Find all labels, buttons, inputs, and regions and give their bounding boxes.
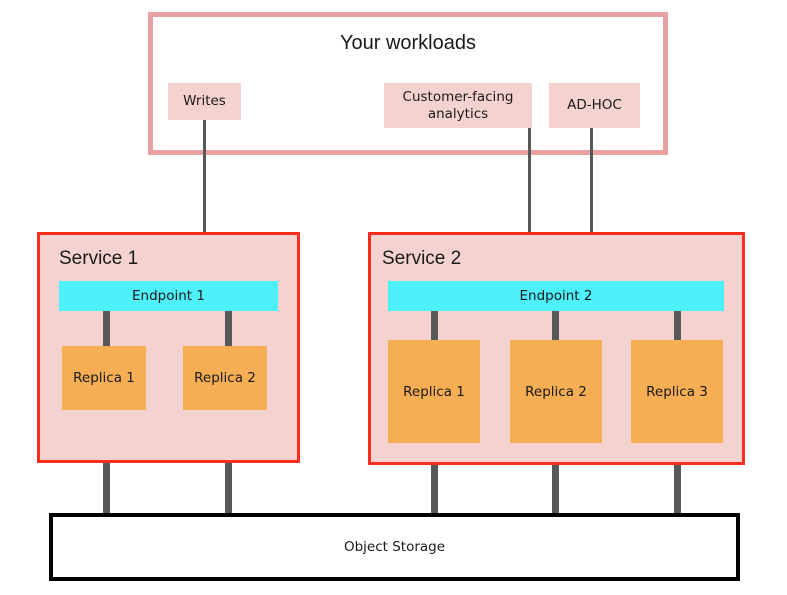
replica-service2-replica-3[interactable]: Replica 3 xyxy=(631,340,723,443)
connector-endpoint2-to-replica1 xyxy=(431,311,438,341)
workload-chip-ad-hoc[interactable]: AD-HOC xyxy=(549,83,640,128)
arrow-adhoc-to-endpoint2-line xyxy=(590,128,593,260)
connector-endpoint1-to-replica1 xyxy=(103,311,110,347)
endpoint-endpoint-1[interactable]: Endpoint 1 xyxy=(59,281,278,311)
replica-service2-replica-2[interactable]: Replica 2 xyxy=(510,340,602,443)
replica-service2-replica-1[interactable]: Replica 1 xyxy=(388,340,480,443)
arrow-writes-to-endpoint1-line xyxy=(203,120,206,260)
connector-service2-replica2-to-storage xyxy=(552,442,559,516)
endpoint-endpoint-2[interactable]: Endpoint 2 xyxy=(388,281,724,311)
connector-service2-replica1-to-storage xyxy=(431,442,438,516)
workloads-title: Your workloads xyxy=(339,32,476,54)
connector-endpoint2-to-replica2 xyxy=(552,311,559,341)
service-label-service-1: Service 1 xyxy=(59,248,139,269)
arrow-analytics-to-endpoint2-line xyxy=(528,128,531,260)
workload-chip-writes[interactable]: Writes xyxy=(168,83,241,120)
replica-service1-replica-1[interactable]: Replica 1 xyxy=(62,346,146,410)
connector-endpoint2-to-replica3 xyxy=(674,311,681,341)
object-storage-box[interactable]: Object Storage xyxy=(49,513,740,581)
connector-endpoint1-to-replica2 xyxy=(225,311,232,347)
connector-service2-replica3-to-storage xyxy=(674,442,681,516)
replica-service1-replica-2[interactable]: Replica 2 xyxy=(183,346,267,410)
workload-chip-customer-facing-analytics[interactable]: Customer-facing analytics xyxy=(384,83,532,128)
service-label-service-2: Service 2 xyxy=(382,248,462,269)
